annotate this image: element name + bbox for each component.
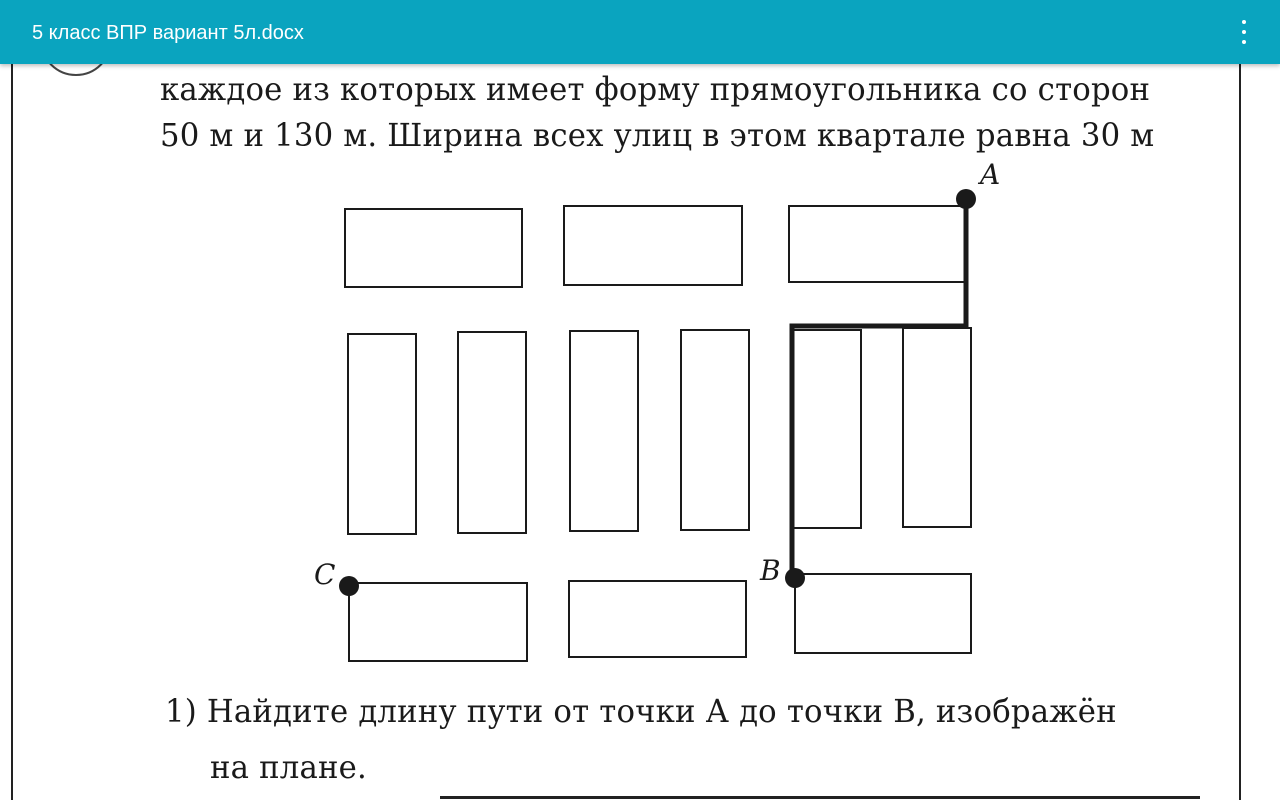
- point-a-marker: [956, 189, 976, 209]
- block: [563, 205, 743, 286]
- point-c-marker: [339, 576, 359, 596]
- point-b-label: B: [760, 554, 781, 587]
- page-left-edge: [11, 64, 13, 800]
- path-a-to-b: [789, 199, 969, 576]
- app-bar: 5 класс ВПР вариант 5л.docx: [0, 0, 1280, 64]
- block: [348, 582, 528, 662]
- block: [347, 333, 417, 535]
- block: [788, 205, 967, 283]
- block: [344, 208, 523, 288]
- question-line-2: на плане.: [210, 748, 368, 786]
- block: [794, 573, 972, 654]
- page-right-edge: [1239, 64, 1241, 800]
- city-block-plan: [339, 189, 976, 662]
- document-title: 5 класс ВПР вариант 5л.docx: [32, 22, 304, 44]
- block: [457, 331, 527, 534]
- block: [791, 329, 862, 529]
- point-a-label: A: [980, 158, 1001, 191]
- document-viewer[interactable]: каждое из которых имеет форму прямоуголь…: [0, 64, 1280, 800]
- point-b-marker: [785, 568, 805, 588]
- text-line-2: 50 м и 130 м. Ширина всех улиц в этом кв…: [160, 116, 1155, 154]
- point-c-label: C: [314, 558, 336, 591]
- block: [569, 330, 639, 532]
- bottom-rule: [440, 796, 1200, 799]
- block: [680, 329, 750, 531]
- text-line-1: каждое из которых имеет форму прямоуголь…: [160, 70, 1151, 108]
- more-vert-icon[interactable]: [1224, 12, 1264, 52]
- block: [568, 580, 747, 658]
- block: [902, 327, 972, 528]
- question-line-1: 1) Найдите длину пути от точки А до точк…: [165, 692, 1117, 730]
